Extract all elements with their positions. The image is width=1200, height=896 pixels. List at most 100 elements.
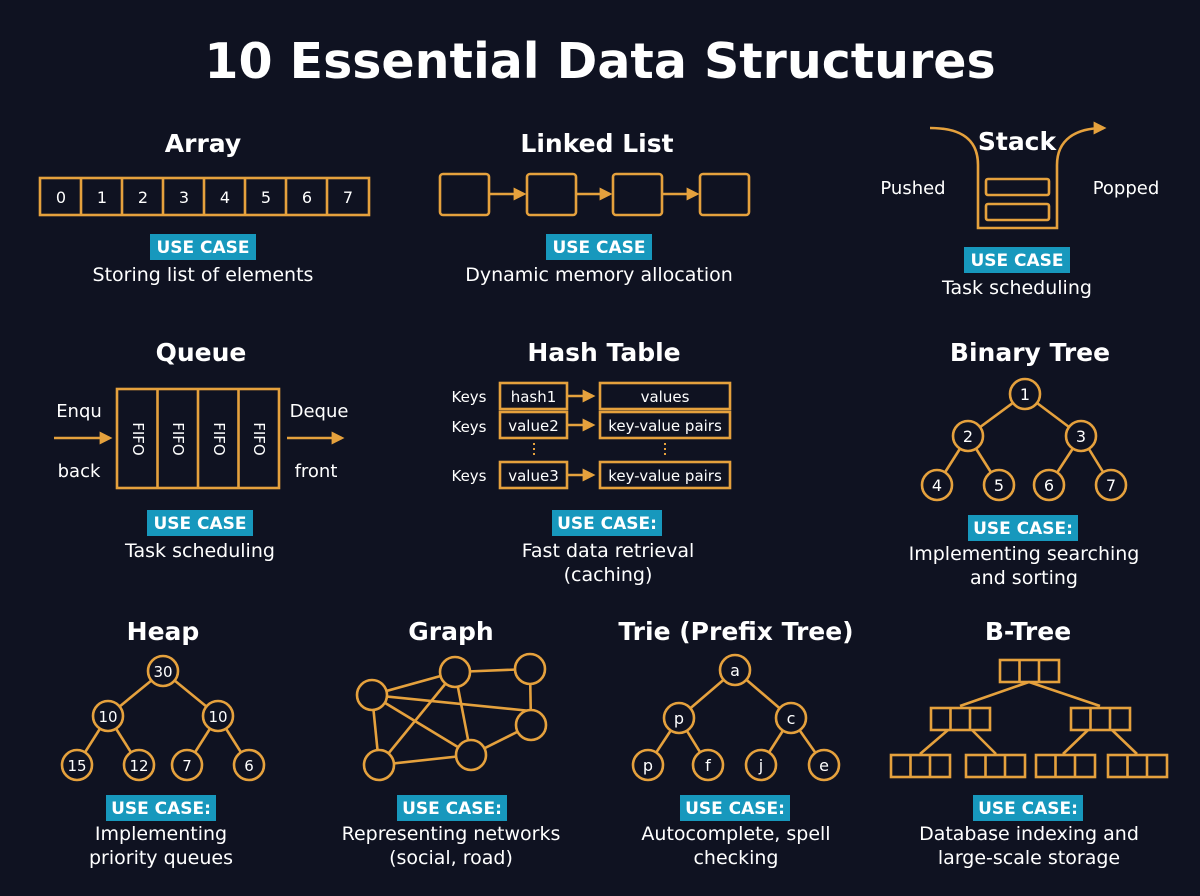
use-case-badge-label: USE CASE <box>156 238 249 258</box>
hash-key-box <box>498 460 569 490</box>
section-array: Array 0 1 2 3 4 5 6 7 USE CASE Storing l… <box>38 129 371 286</box>
section-queue: Queue Enqu back FIFO FIFO FIFO FIFO Dequ… <box>54 338 348 562</box>
use-case-badge-label: USE CASE: <box>557 514 657 534</box>
stack-item <box>984 202 1051 222</box>
use-case-badge <box>968 515 1078 541</box>
array-cell: 4 <box>220 188 230 207</box>
use-case-badge <box>552 510 662 536</box>
tree-node: 7 <box>1106 476 1116 495</box>
array-cell: 3 <box>179 188 189 207</box>
btree-leaf <box>1034 753 1097 779</box>
hash-key: hash1 <box>511 388 557 406</box>
heap-node: 10 <box>208 708 227 726</box>
graph-title: Graph <box>408 617 493 646</box>
stack-popped-label: Popped <box>1093 178 1160 199</box>
binary-tree-use-case: and sorting <box>970 567 1078 589</box>
queue-back-label: back <box>58 461 101 482</box>
trie-use-case: Autocomplete, spell <box>641 823 830 845</box>
graph-node <box>513 652 547 686</box>
array-use-case: Storing list of elements <box>93 264 314 286</box>
binary-tree-use-case: Implementing searching <box>909 543 1140 565</box>
hash-value-box <box>598 410 732 440</box>
use-case-badge <box>150 234 256 260</box>
btree-node <box>1069 706 1132 732</box>
trie-node: p <box>643 756 653 775</box>
heap-use-case: priority queues <box>89 847 233 869</box>
queue-front-label: front <box>295 461 338 482</box>
array-cell: 0 <box>56 188 66 207</box>
section-stack: Stack Pushed Popped USE CASE Task schedu… <box>880 121 1160 299</box>
heap-node: 12 <box>129 757 148 775</box>
use-case-badge-label: USE CASE: <box>978 799 1078 819</box>
btree-use-case: Database indexing and <box>919 823 1139 845</box>
graph-node <box>454 738 488 772</box>
heap-node: 30 <box>153 663 172 681</box>
hash-value-box <box>598 460 732 490</box>
trie-node: p <box>674 709 684 728</box>
use-case-badge-label: USE CASE <box>552 238 645 258</box>
section-hash-table: Hash Table Keys hash1 values Keys value2… <box>451 338 732 586</box>
use-case-badge-label: USE CASE: <box>685 799 785 819</box>
heap-node: 6 <box>244 757 254 775</box>
stack-item <box>984 177 1051 197</box>
array-cell: 6 <box>302 188 312 207</box>
trie-use-case: checking <box>693 847 778 869</box>
use-case-badge <box>397 795 507 821</box>
hash-key-box <box>498 381 569 411</box>
page-title: 10 Essential Data Structures <box>204 33 995 90</box>
graph-node <box>362 748 396 782</box>
hash-keys-label: Keys <box>451 418 486 436</box>
linked-list-title: Linked List <box>520 129 673 158</box>
queue-title: Queue <box>156 338 247 367</box>
queue-enqueue-label: Enqu <box>56 401 102 422</box>
stack-title: Stack <box>978 127 1058 156</box>
graph-use-case: (social, road) <box>389 847 513 869</box>
hash-value: key-value pairs <box>608 417 722 435</box>
section-graph: Graph USE CASE: Representing networks (s… <box>342 617 561 869</box>
heap-node: 15 <box>67 757 86 775</box>
hash-key: value3 <box>508 467 559 485</box>
btree-node <box>929 706 992 732</box>
section-btree: B-Tree USE CASE: Database indexi <box>889 617 1169 869</box>
graph-use-case: Representing networks <box>342 823 561 845</box>
queue-cell: FIFO <box>210 422 228 456</box>
array-cell: 2 <box>138 188 148 207</box>
tree-node: 6 <box>1044 476 1054 495</box>
stack-container <box>929 121 1107 230</box>
use-case-badge <box>964 247 1070 273</box>
btree-leaf <box>889 753 952 779</box>
heap-use-case: Implementing <box>95 823 227 845</box>
section-heap: Heap 30 10 10 15 12 7 6 USE CASE: Implem… <box>60 617 266 869</box>
hash-table-use-case: (caching) <box>564 564 653 586</box>
queue-dequeue-label: Deque <box>290 401 349 422</box>
hash-table-title: Hash Table <box>527 338 680 367</box>
array-cell: 1 <box>97 188 107 207</box>
hash-keys-label: Keys <box>451 388 486 406</box>
binary-tree-title: Binary Tree <box>950 338 1110 367</box>
trie-node: j <box>758 756 763 775</box>
heap-node: 10 <box>98 708 117 726</box>
use-case-badge-label: USE CASE <box>153 514 246 534</box>
queue-use-case: Task scheduling <box>124 540 275 562</box>
trie-node: a <box>730 661 740 680</box>
heap-node: 7 <box>182 757 192 775</box>
btree-leaf <box>964 753 1027 779</box>
stack-use-case: Task scheduling <box>941 277 1092 299</box>
list-node <box>438 172 491 217</box>
hash-keys-label: Keys <box>451 467 486 485</box>
array-cell: 7 <box>343 188 353 207</box>
heap-title: Heap <box>127 617 200 646</box>
queue-cell: FIFO <box>169 422 187 456</box>
use-case-badge <box>147 510 253 536</box>
tree-node: 5 <box>994 476 1004 495</box>
queue-cell: FIFO <box>250 422 268 456</box>
graph-node <box>355 678 389 712</box>
trie-node: f <box>705 756 711 775</box>
use-case-badge <box>546 234 652 260</box>
graph-node <box>438 655 472 689</box>
tree-node: 3 <box>1076 427 1086 446</box>
trie-node: c <box>787 709 796 728</box>
list-node <box>611 172 664 217</box>
